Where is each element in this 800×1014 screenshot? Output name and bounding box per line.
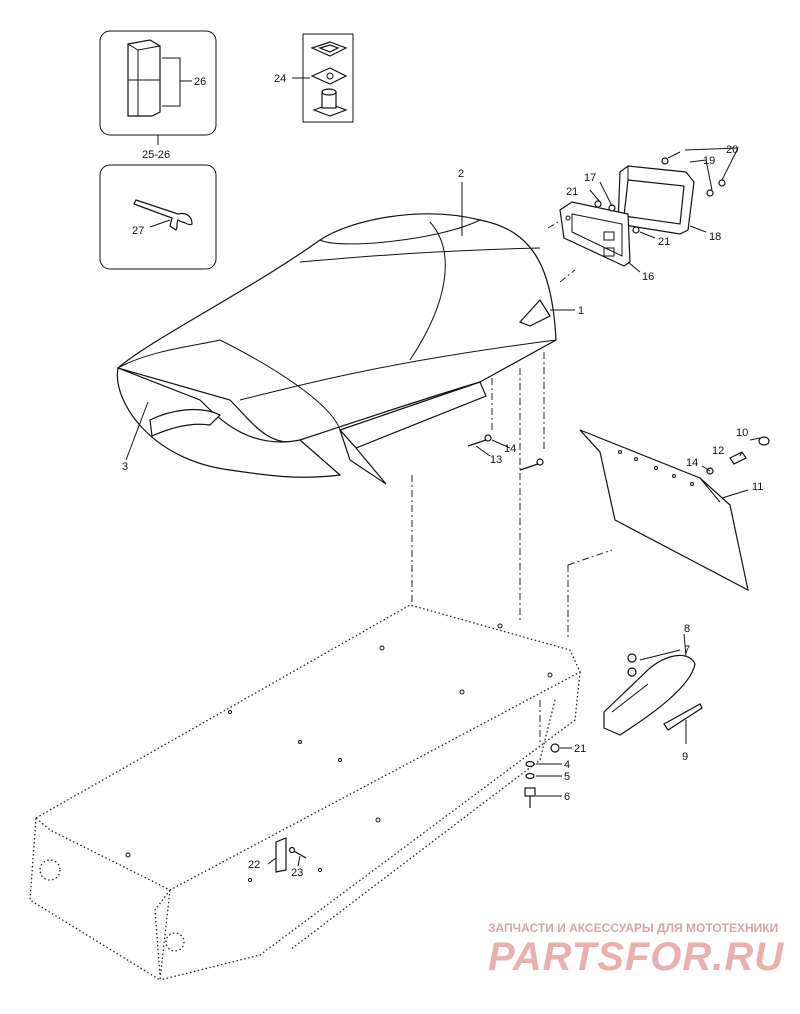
callout-11: 11 [752, 481, 763, 493]
callout-3: 3 [122, 461, 128, 473]
gasket-icon [310, 41, 348, 57]
bracket-22 [275, 837, 287, 873]
seat-side-panel [338, 381, 487, 485]
watermark-logo: ЗАПЧАСТИ И АКСЕССУАРЫ ДЛЯ МОТОТЕХНИКИ PA… [488, 921, 784, 979]
chassis-fasteners [524, 743, 560, 808]
seat-bolts [467, 434, 544, 471]
callout-17: 17 [584, 172, 596, 184]
chassis-frame [29, 604, 581, 982]
callout-10: 10 [736, 427, 748, 439]
callout-26: 26 [194, 76, 206, 88]
callout-19: 19 [703, 155, 715, 167]
callout-25-26: 25-26 [142, 149, 170, 161]
callout-1: 1 [578, 305, 584, 317]
callout-8: 8 [684, 623, 690, 635]
callout-6: 6 [564, 791, 570, 803]
callout-27: 27 [132, 225, 144, 237]
step-bolts [627, 653, 637, 677]
callout-18: 18 [709, 231, 721, 243]
callout-16: 16 [642, 271, 654, 283]
seat-emblem-icon [518, 299, 551, 327]
cushion-part-icon [127, 39, 161, 117]
watermark-tagline: ЗАПЧАСТИ И АКСЕССУАРЫ ДЛЯ МОТОТЕХНИКИ [488, 921, 778, 935]
callout-22: 22 [248, 859, 260, 871]
callout-14b: 14 [686, 457, 698, 469]
mud-flap [579, 429, 749, 592]
taillight-housing [617, 165, 695, 235]
callout-14a: 14 [504, 443, 516, 455]
mount-bracket-icon [312, 88, 348, 117]
mount-plate-icon [310, 67, 348, 85]
callout-5: 5 [564, 771, 570, 783]
callout-4: 4 [564, 759, 570, 771]
callout-labels: 1 2 3 4 5 6 7 8 9 10 11 12 13 14 14 16 1… [122, 73, 763, 879]
callout-13: 13 [490, 454, 502, 466]
seat-base [116, 367, 342, 478]
callout-24: 24 [274, 73, 286, 85]
mud-flap-hardware [706, 436, 770, 475]
callout-9: 9 [682, 751, 688, 763]
wrench-tool-icon [133, 199, 193, 231]
callout-21b: 21 [658, 236, 670, 248]
callout-12: 12 [712, 445, 724, 457]
foot-step [603, 654, 696, 736]
inset-box-25-26 [99, 30, 217, 145]
chassis-holes [125, 623, 553, 882]
callout-23: 23 [291, 867, 303, 879]
watermark-brand: PARTSFOR.RU [488, 935, 784, 979]
callout-2: 2 [458, 168, 464, 180]
inset-box-24 [292, 33, 354, 123]
step-pad [663, 703, 703, 731]
callout-7: 7 [684, 644, 690, 656]
callout-21a: 21 [566, 186, 578, 198]
screw-23 [288, 846, 307, 859]
mud-flap-holes [618, 450, 694, 486]
inset-box-27 [99, 164, 217, 270]
taillight-base [559, 201, 631, 267]
callout-21c: 21 [574, 743, 586, 755]
small-screws [594, 151, 726, 234]
callout-20: 20 [726, 144, 738, 156]
